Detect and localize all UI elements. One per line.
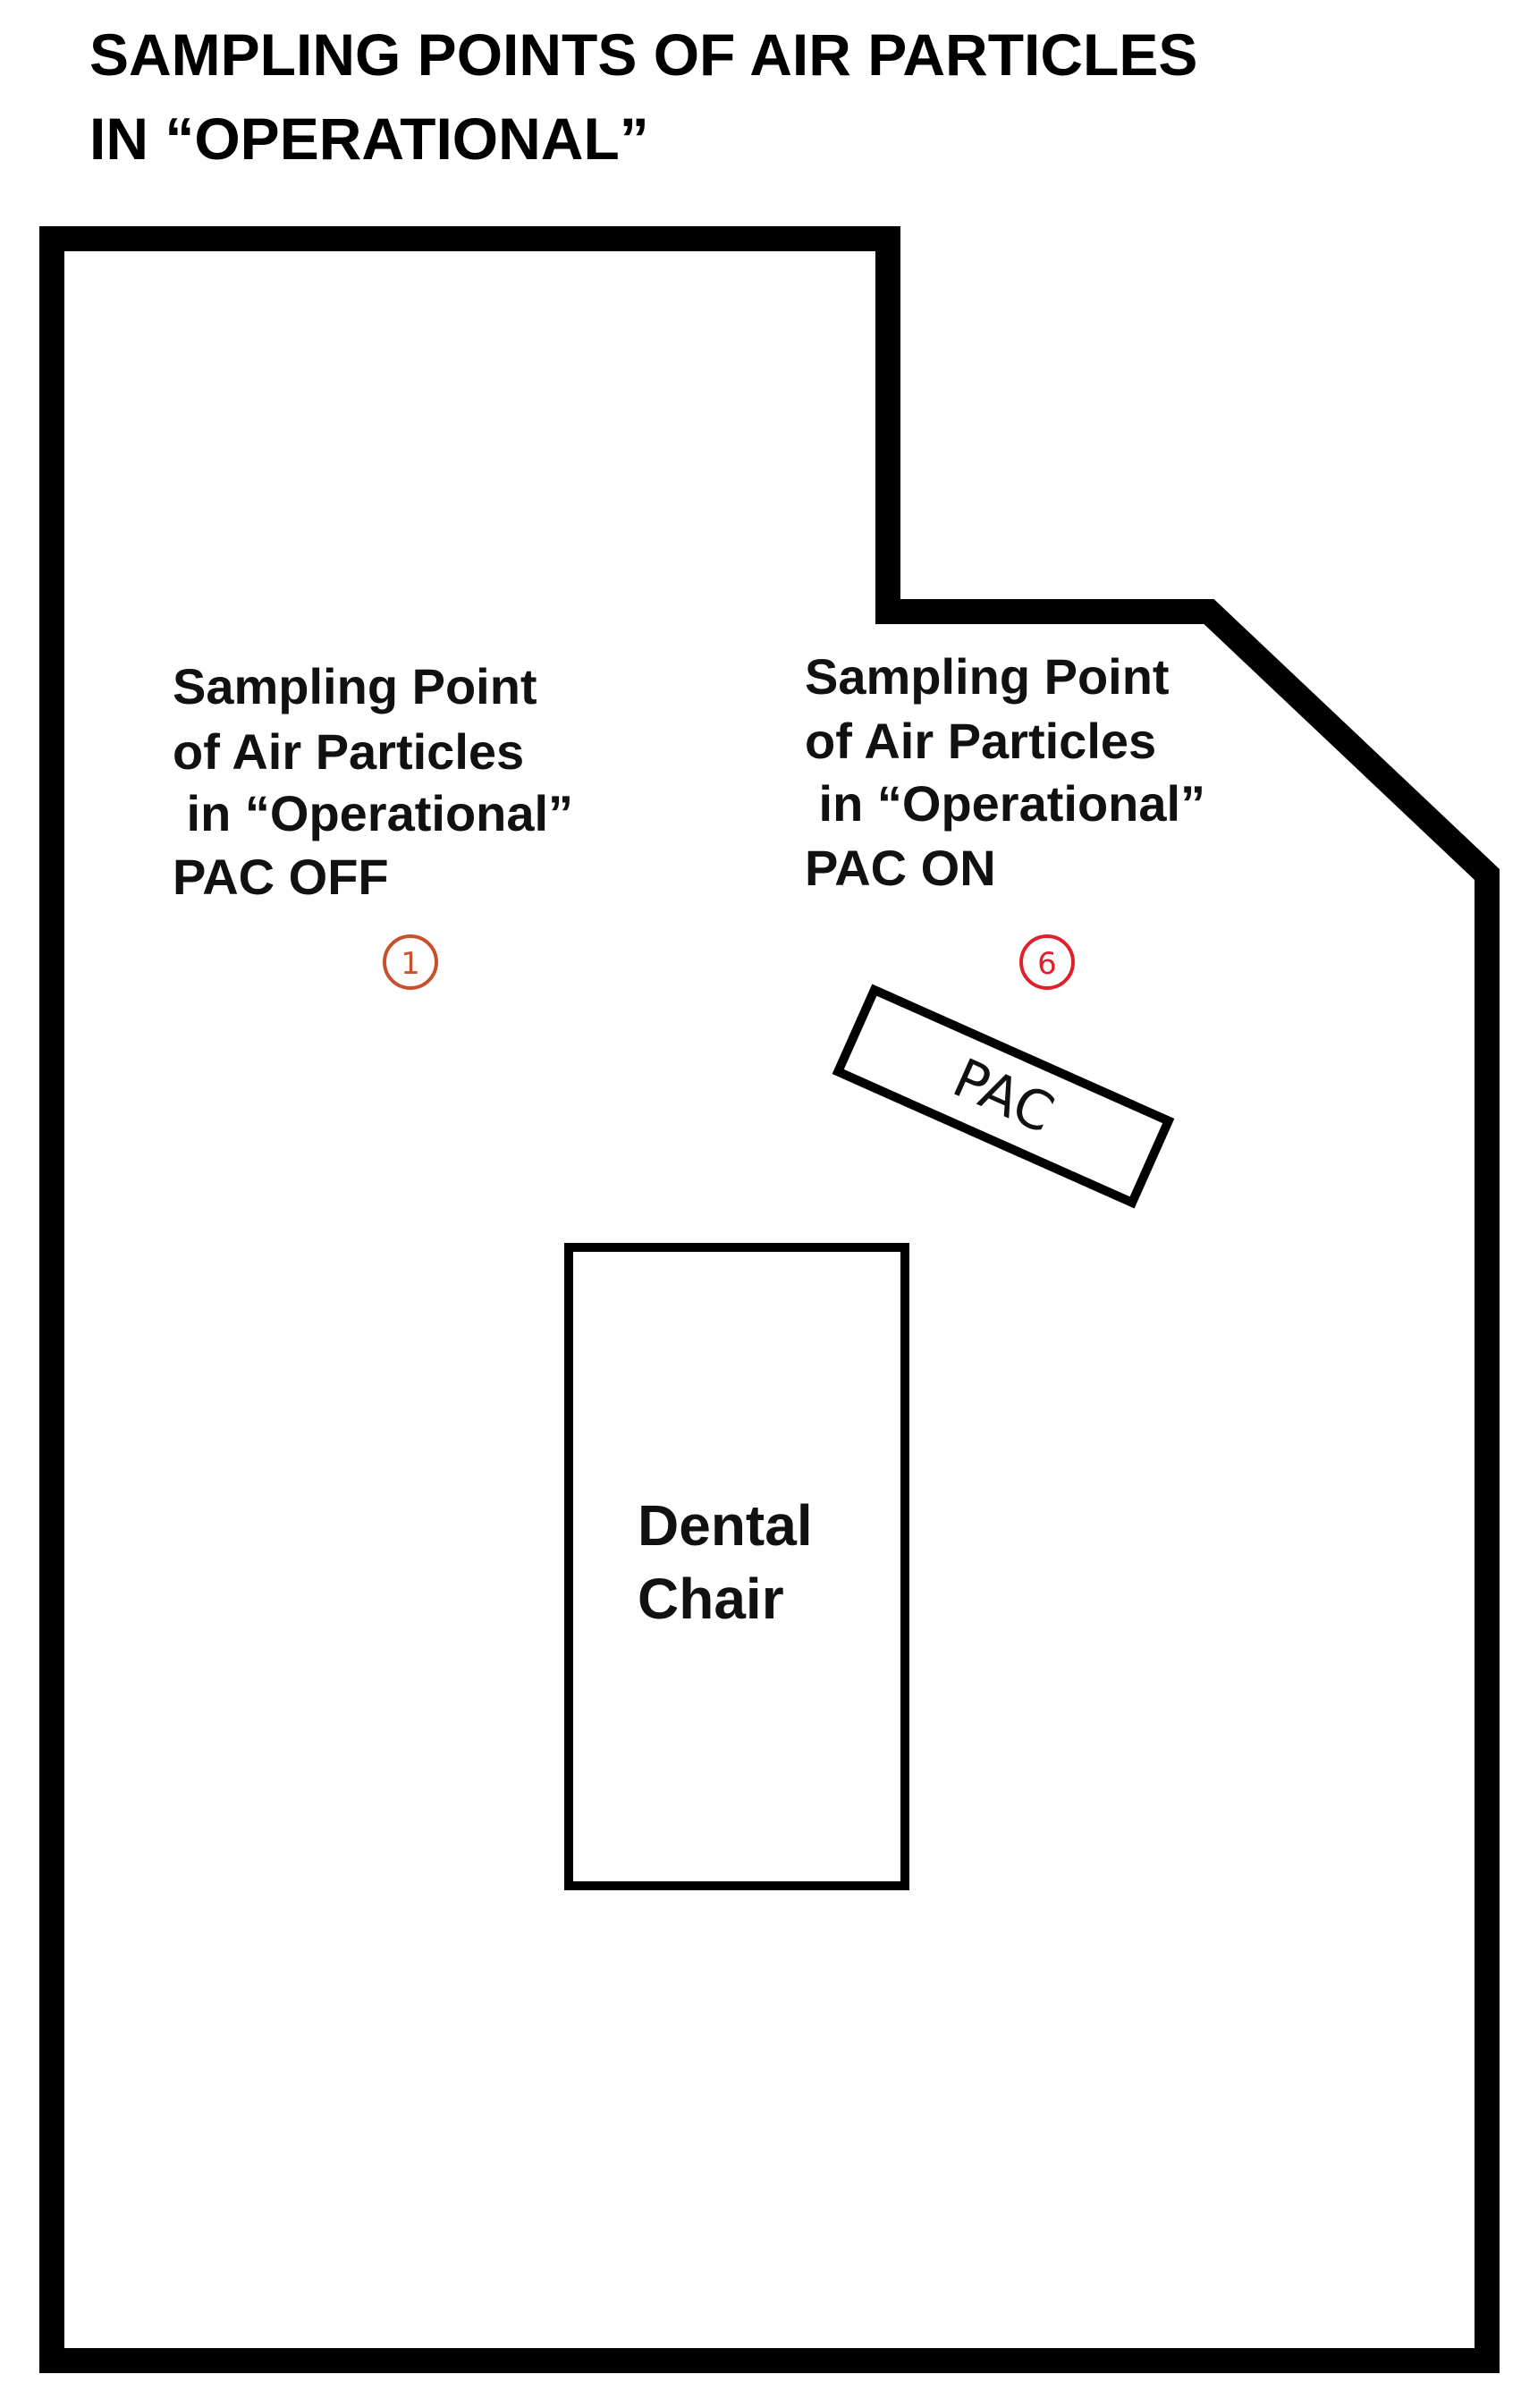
- sampling-point-1-line-1: Sampling Point: [173, 658, 537, 714]
- sampling-point-6-line-2: of Air Particles: [805, 713, 1156, 769]
- sampling-point-6-line-3: in “Operational”: [805, 775, 1205, 832]
- sampling-point-1-marker: 1: [383, 934, 438, 990]
- diagram-title-line-2: IN “OPERATIONAL”: [89, 106, 649, 172]
- sampling-point-6-marker: 6: [1019, 934, 1075, 990]
- dental-chair-label-line-1: Dental: [638, 1493, 813, 1558]
- sampling-point-6-circle: [1019, 934, 1075, 990]
- dental-chair-box: [564, 1243, 909, 1890]
- pac-unit-box: [832, 984, 1175, 1209]
- sampling-point-1-line-2: of Air Particles: [173, 723, 524, 780]
- sampling-point-1-line-3: in “Operational”: [173, 785, 573, 841]
- sampling-point-1-number: 1: [401, 946, 420, 982]
- sampling-point-6-number: 6: [1037, 946, 1057, 982]
- sampling-point-6-line-1: Sampling Point: [805, 648, 1170, 705]
- sampling-point-1-label: Sampling Point of Air Particles in “Oper…: [173, 658, 573, 905]
- sampling-point-1-circle: [383, 934, 438, 990]
- dental-chair: Dental Chair: [564, 1243, 909, 1890]
- diagram-title-line-1: SAMPLING POINTS OF AIR PARTICLES: [89, 21, 1197, 88]
- dental-chair-label-line-2: Chair: [638, 1567, 784, 1631]
- sampling-point-1-line-4: PAC OFF: [173, 849, 389, 905]
- room-outline: [39, 226, 1500, 2373]
- sampling-point-6-label: Sampling Point of Air Particles in “Oper…: [805, 648, 1205, 896]
- sampling-point-6-line-4: PAC ON: [805, 840, 996, 896]
- pac-unit: PAC: [832, 984, 1175, 1209]
